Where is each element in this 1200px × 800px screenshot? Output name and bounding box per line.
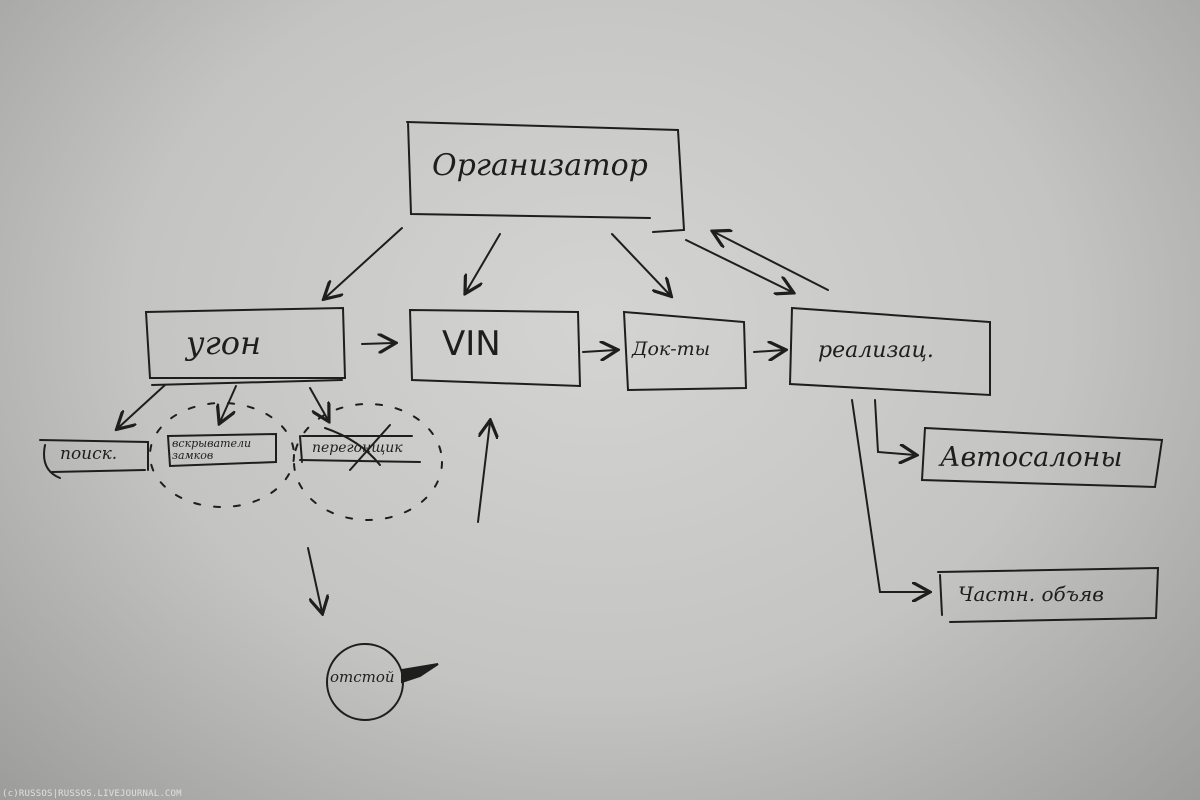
node-private-ads: Частн. объяв — [958, 582, 1104, 606]
search-box — [39, 439, 149, 479]
theft-box — [144, 306, 347, 386]
node-documents: Док-ты — [632, 338, 711, 360]
documents-box — [622, 310, 748, 392]
dealers-box — [920, 426, 1164, 489]
node-organizer: Организатор — [432, 148, 648, 183]
lockpickers-dashed-ellipse — [149, 402, 295, 508]
watermark: (c)RUSSOS|RUSSOS.LIVEJOURNAL.COM — [2, 789, 182, 799]
vin-box — [408, 308, 582, 388]
node-lockpickers: вскрыватели замков — [172, 437, 252, 462]
lockpickers-box — [166, 432, 277, 468]
node-storage: отстой — [330, 668, 395, 686]
driver-crossout — [324, 424, 391, 471]
node-theft: угон — [186, 324, 262, 362]
driver-box — [299, 435, 421, 463]
node-driver: перегонщик — [312, 440, 403, 456]
private-ads-box — [937, 566, 1160, 623]
node-sale: реализац. — [818, 338, 934, 363]
storage-flag — [401, 663, 439, 684]
sale-box — [788, 306, 991, 397]
organizer-box — [406, 121, 686, 233]
node-search: поиск. — [60, 444, 118, 464]
node-vin: VIN — [442, 324, 501, 364]
node-dealers: Автосалоны — [940, 442, 1123, 473]
driver-dashed-ellipse — [293, 403, 443, 521]
